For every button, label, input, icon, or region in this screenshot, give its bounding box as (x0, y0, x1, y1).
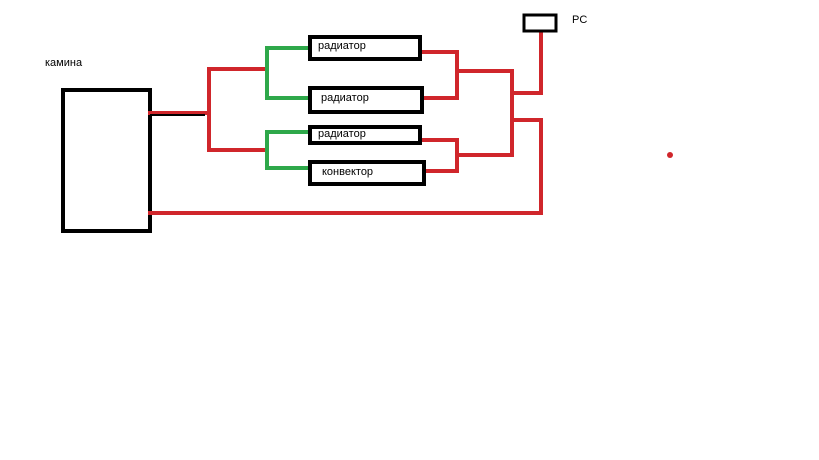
out-unit1 (418, 50, 459, 100)
pump-label: PC (572, 14, 588, 26)
green-branch-top (265, 46, 312, 100)
radiator-1-label: радиатор (318, 40, 366, 52)
green-branch-bottom (265, 130, 312, 170)
radiator-2-box: радиатор (308, 86, 424, 114)
red-dot (667, 152, 673, 158)
pump-box (522, 13, 558, 33)
boiler-label: камина (45, 57, 83, 69)
radiator-3-label: радиатор (318, 128, 366, 140)
radiator-3-box: радиатор (308, 125, 422, 145)
collector-to-pump (510, 29, 543, 95)
out-unit4 (422, 138, 459, 173)
out-unit3 (418, 138, 514, 157)
radiator-1-box: радиатор (308, 35, 422, 61)
convector-label: конвектор (322, 166, 374, 178)
radiator-2-label: радиатор (321, 92, 369, 104)
boiler-box (61, 88, 152, 233)
convector-box: конвектор (308, 160, 426, 186)
